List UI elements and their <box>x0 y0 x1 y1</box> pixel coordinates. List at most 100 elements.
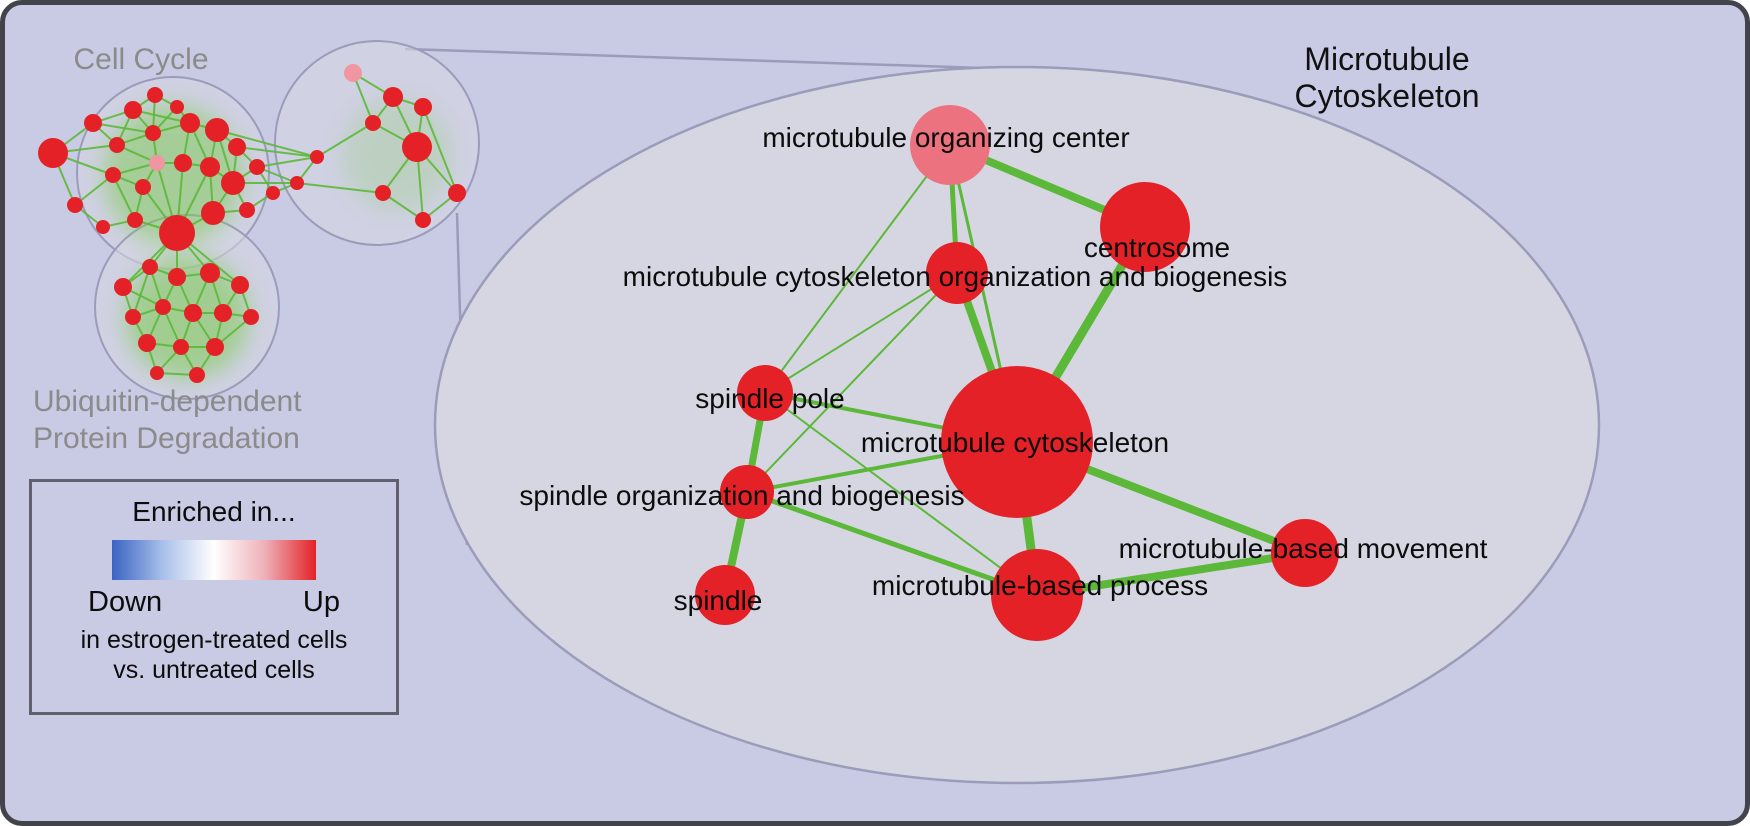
microtubule-title-line2: Cytoskeleton <box>1294 78 1480 114</box>
overview-node <box>201 201 225 225</box>
overview-node <box>448 184 466 202</box>
overview-node <box>170 100 184 114</box>
overview-node <box>200 157 220 177</box>
overview-node <box>159 215 195 251</box>
overview-node <box>125 309 141 325</box>
node-mbp <box>991 549 1083 641</box>
overview-node <box>206 338 224 356</box>
overview-node <box>180 113 200 133</box>
overview-node <box>375 185 391 201</box>
node-label-sob: spindle organization and biogenesis <box>519 480 964 511</box>
overview-node <box>189 367 205 383</box>
node-label-moc: microtubule organizing center <box>762 122 1129 153</box>
overview-node <box>249 159 265 175</box>
node-label-mcob: microtubule cytoskeleton organization an… <box>623 261 1288 292</box>
overview-edge <box>112 174 136 221</box>
node-label-spindle_pole: spindle pole <box>695 383 844 414</box>
overview-node <box>114 278 132 296</box>
overview-node <box>145 125 161 141</box>
overview-cross-edge <box>236 146 318 158</box>
edge-mcob-spindle_pole <box>764 272 958 394</box>
overview-node <box>415 212 431 228</box>
overview-node <box>221 171 245 195</box>
node-moc <box>910 105 990 185</box>
overview-node <box>365 115 381 131</box>
overview-node <box>96 220 110 234</box>
overview-node <box>84 114 102 132</box>
node-sob <box>720 465 774 519</box>
node-centrosome <box>1100 182 1190 272</box>
overview-node <box>38 138 68 168</box>
overview-node <box>402 132 432 162</box>
overview-node <box>138 334 156 352</box>
overview-node <box>184 304 202 322</box>
node-label-spindle: spindle <box>674 585 763 616</box>
legend: Enriched in... Down Up in estrogen-treat… <box>29 479 399 715</box>
overview-node <box>67 197 83 213</box>
overview-node <box>231 276 249 294</box>
overview-node <box>383 87 403 107</box>
legend-subtitle-line1: in estrogen-treated cells <box>80 626 348 654</box>
ubiquitin-title-line2: Protein Degradation <box>33 422 300 455</box>
overview-cross-edge <box>216 129 318 158</box>
overview-edge <box>296 182 384 194</box>
edge-moc-spindle_pole <box>764 144 951 394</box>
overview-node <box>205 118 229 142</box>
cell-cycle-cluster-title: Cell Cycle <box>73 43 209 76</box>
overview-node <box>109 137 125 153</box>
overview-node <box>344 64 362 82</box>
overview-edge <box>74 174 114 206</box>
network-canvas: microtubule organizing centercentrosomem… <box>38 40 1601 785</box>
overview-node <box>150 366 164 380</box>
overview-node <box>239 202 255 218</box>
overview-node <box>147 87 163 103</box>
microtubule-title-line1: Microtubule <box>1304 41 1470 77</box>
legend-subtitle-line2: vs. untreated cells <box>113 656 315 684</box>
node-mbm <box>1271 519 1339 587</box>
overview-cross-edge <box>256 156 318 168</box>
overview-node <box>228 138 246 156</box>
legend-gradient-bar <box>112 540 316 580</box>
microtubule-cluster-title: Microtubule Cytoskeleton <box>1241 41 1533 115</box>
ubiquitin-cluster-title: Ubiquitin-dependent Protein Degradation <box>33 383 302 457</box>
overview-node <box>243 309 259 325</box>
node-mc <box>941 366 1093 518</box>
zoom-guide-line <box>404 47 1014 71</box>
overview-node <box>414 98 432 116</box>
legend-down-label: Down <box>88 586 163 618</box>
overview-node <box>290 176 304 190</box>
overview-node <box>127 212 143 228</box>
overview-edge <box>316 122 374 158</box>
legend-up-label: Up <box>302 586 340 618</box>
legend-title: Enriched in... <box>132 496 296 527</box>
overview-node <box>149 155 165 171</box>
edge-mcob-sob <box>746 272 958 493</box>
overview-node <box>310 150 324 164</box>
overview-node <box>142 259 158 275</box>
overview-node <box>135 179 151 195</box>
overview-node <box>155 299 171 315</box>
node-mcob <box>926 242 988 304</box>
overview-node <box>214 304 232 322</box>
node-label-mbp: microtubule-based process <box>872 570 1208 601</box>
overview-node <box>168 268 186 286</box>
ubiquitin-title-line1: Ubiquitin-dependent <box>33 385 302 418</box>
node-label-centrosome: centrosome <box>1084 232 1230 263</box>
node-label-mbm: microtubule-based movement <box>1119 533 1488 564</box>
node-label-mc: microtubule cytoskeleton <box>861 427 1169 458</box>
overview-edge <box>382 192 424 221</box>
edge-spindle_pole-mbp <box>764 392 1038 596</box>
cluster-glow-microtubule-small <box>342 100 452 210</box>
overview-node <box>124 101 142 119</box>
overview-node <box>105 167 121 183</box>
overview-edge <box>92 122 154 134</box>
overview-node <box>173 339 189 355</box>
overview-edge <box>132 266 151 318</box>
overview-node <box>266 186 280 200</box>
node-spindle_pole <box>737 365 793 421</box>
overview-edge <box>422 106 458 194</box>
overview-node <box>200 263 220 283</box>
edge-sob-mbp <box>744 489 1040 598</box>
legend-axis-labels: Down Up <box>88 586 340 619</box>
node-spindle <box>695 565 755 625</box>
